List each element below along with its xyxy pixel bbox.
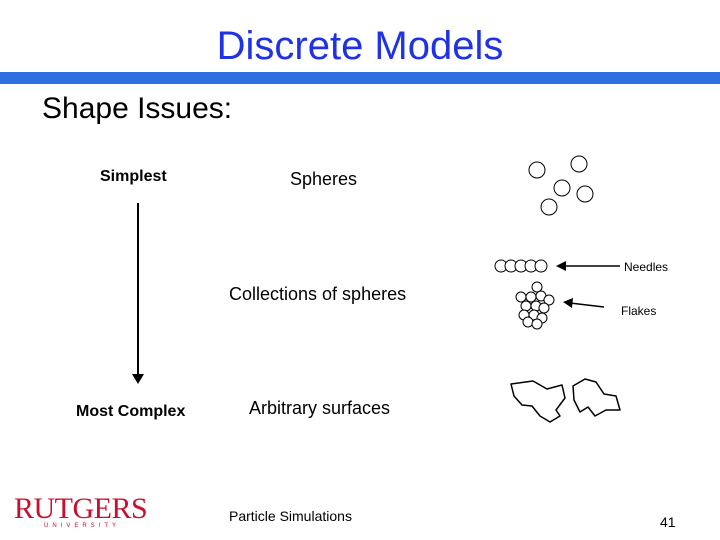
most-complex-label: Most Complex bbox=[76, 403, 186, 420]
needle-chain-illustration bbox=[494, 259, 548, 273]
simplest-label: Simplest bbox=[100, 168, 167, 185]
spheres-label: Spheres bbox=[290, 169, 358, 189]
arbitrary-shapes-illustration bbox=[510, 378, 621, 423]
arrow-left-icon bbox=[556, 261, 620, 271]
flake-cluster-illustration bbox=[515, 281, 555, 330]
arrow-left-icon bbox=[563, 298, 605, 308]
spheres-illustration bbox=[528, 155, 594, 216]
collections-label: Collections of spheres bbox=[229, 284, 407, 304]
needles-label: Needles bbox=[624, 260, 669, 274]
slide-subtitle: Shape Issues: bbox=[42, 92, 233, 125]
flakes-label: Flakes bbox=[621, 304, 657, 318]
footer-title: Particle Simulations bbox=[229, 508, 352, 524]
page-number: 41 bbox=[660, 514, 676, 530]
arbitrary-surfaces-label: Arbitrary surfaces bbox=[249, 398, 391, 418]
rutgers-logo: RUTGERS bbox=[14, 492, 148, 525]
page-title: Discrete Models bbox=[216, 24, 504, 68]
title-underline-bar bbox=[0, 72, 720, 84]
down-arrow-icon bbox=[132, 203, 144, 384]
rutgers-logo-subtext: UNIVERSITY bbox=[44, 523, 121, 529]
